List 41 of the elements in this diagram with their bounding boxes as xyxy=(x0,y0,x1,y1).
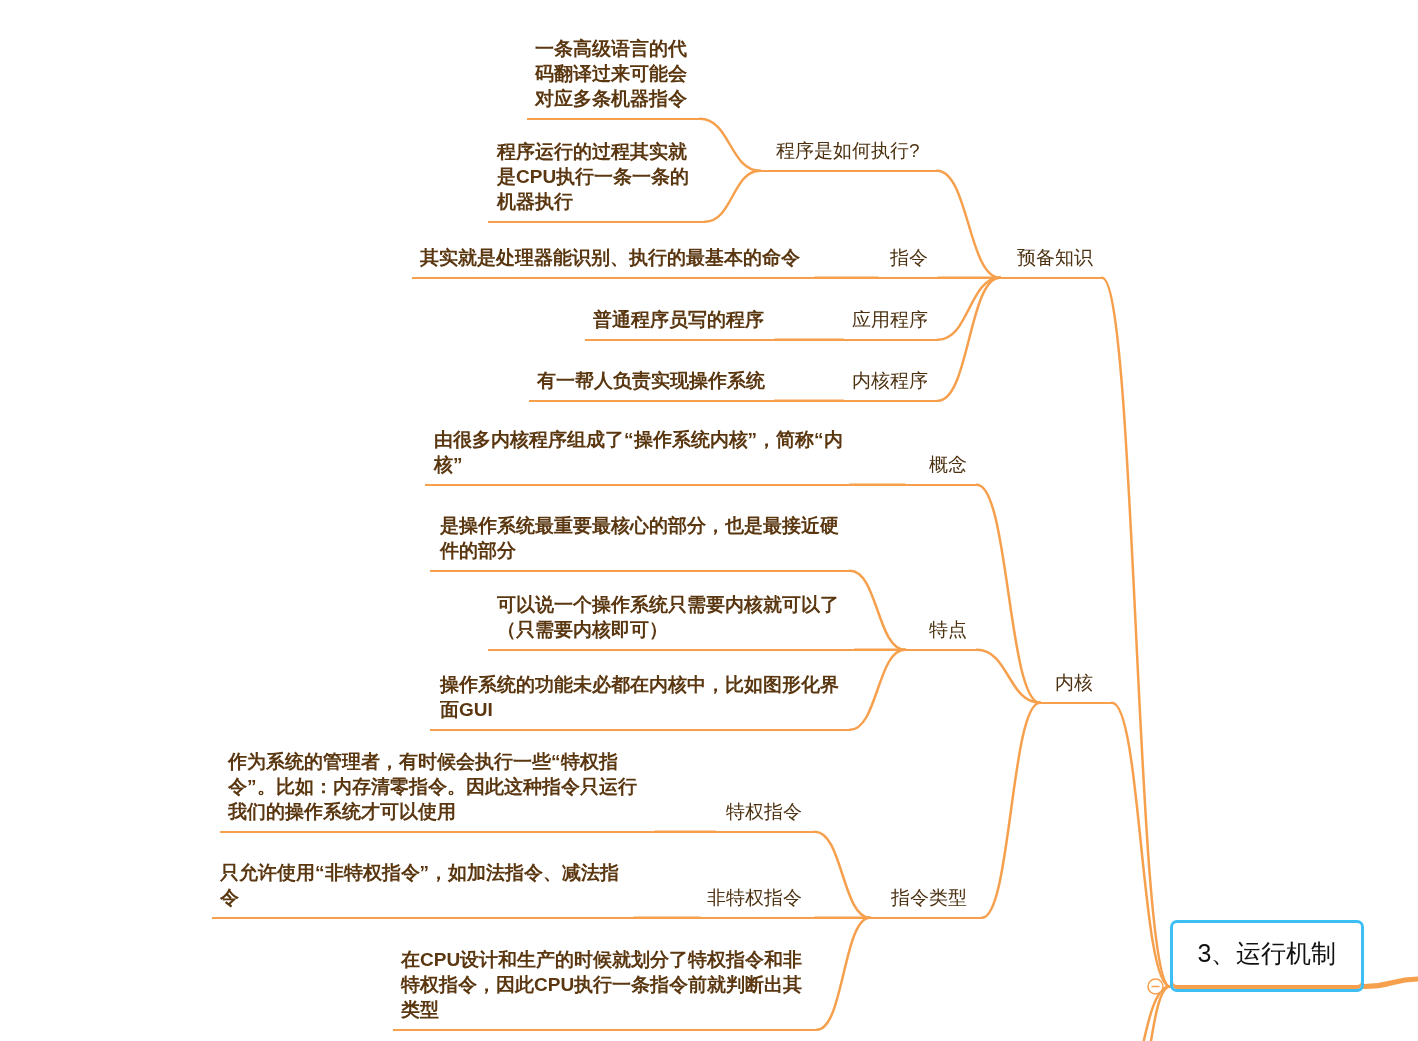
detail-node: 可以说一个操作系统只需要内核就可以了（只需要内核即可） xyxy=(488,589,855,651)
detail-node: 只允许使用“非特权指令”，如加法指令、减法指令 xyxy=(212,857,634,919)
branch-line xyxy=(848,648,907,731)
topic-node: 指令类型 xyxy=(870,882,982,919)
topic-node: 内核程序 xyxy=(843,365,938,402)
branch-line xyxy=(653,830,717,833)
branch-line xyxy=(975,648,1042,704)
detail-node: 是操作系统最重要最核心的部分，也是最接近硬件的部分 xyxy=(430,510,850,572)
topic-node: 非特权指令 xyxy=(700,882,815,919)
topic-node: 程序是如何执行? xyxy=(760,135,937,172)
central-topic: 3、运行机制 xyxy=(1170,920,1364,992)
branch-line xyxy=(703,169,762,223)
branch-line xyxy=(632,916,702,919)
topic-node: 特权指令 xyxy=(715,796,815,833)
branch-line xyxy=(936,276,1002,402)
branch-line xyxy=(848,569,907,651)
branch-line xyxy=(848,483,907,486)
branch-line xyxy=(773,399,845,402)
topic-node: 应用程序 xyxy=(843,304,938,341)
branch-line xyxy=(698,117,762,172)
branch-line xyxy=(773,338,845,341)
detail-node: 有一帮人负责实现操作系统 xyxy=(529,365,775,402)
branch-line xyxy=(980,701,1042,919)
detail-node: 在CPU设计和生产的时候就划分了特权指令和非特权指令，因此CPU执行一条指令前就判断出其类型 xyxy=(393,944,817,1031)
detail-node: 操作系统的功能未必都在内核中，比如图形化界面GUI xyxy=(430,669,850,731)
branch-line xyxy=(813,276,880,279)
branch-line xyxy=(815,916,872,1031)
topic-node: 概念 xyxy=(905,449,977,486)
detail-node: 由很多内核程序组成了“操作系统内核”，简称“内核” xyxy=(425,424,850,486)
detail-node: 程序运行的过程其实就是CPU执行一条一条的机器执行 xyxy=(488,136,705,223)
detail-node: 其实就是处理器能识别、执行的最基本的命令 xyxy=(412,242,815,279)
topic-node: 内核 xyxy=(1040,667,1112,704)
detail-node: 一条高级语言的代码翻译过来可能会对应多条机器指令 xyxy=(527,33,700,120)
detail-node: 作为系统的管理者，有时候会执行一些“特权指令”。比如：内存清零指令。因此这种指令只运行我们的操作系统才可以使用 xyxy=(220,746,655,833)
detail-node: 普通程序员写的程序 xyxy=(585,304,775,341)
branch-line xyxy=(935,169,1002,279)
branch-line xyxy=(1361,976,1418,989)
topic-node: 特点 xyxy=(905,614,977,651)
branch-line xyxy=(813,830,872,919)
topic-node: 指令 xyxy=(878,242,938,279)
topic-node: 预备知识 xyxy=(1000,242,1102,279)
